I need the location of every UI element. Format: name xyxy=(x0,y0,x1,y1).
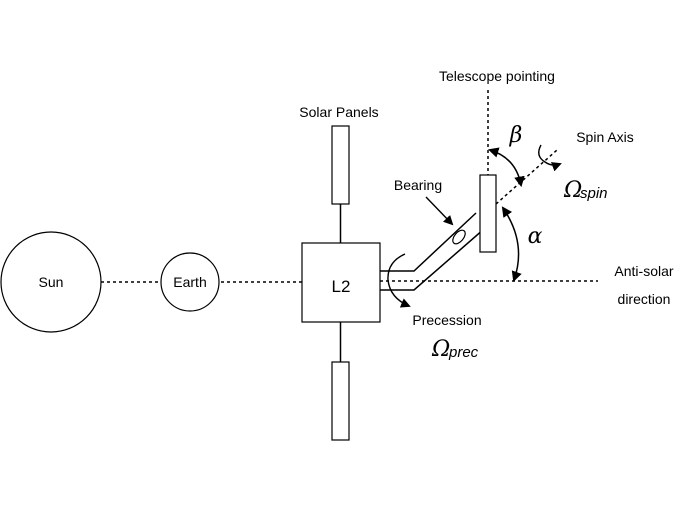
omega-prec-subscript: prec xyxy=(448,344,479,361)
spin-rotation-arrow xyxy=(538,144,562,172)
omega-prec-symbol: Ω xyxy=(431,337,450,362)
telescope-body xyxy=(479,174,497,253)
alpha-symbol: α xyxy=(528,224,543,249)
l2-spacecraft-box xyxy=(301,242,381,323)
anti-solar-label-line2: direction xyxy=(618,291,671,307)
sun-circle xyxy=(0,231,102,333)
bearing-pointer-arrow xyxy=(425,196,454,226)
omega-prec-label: Ω prec xyxy=(431,337,479,362)
boom-arm-upper-edge xyxy=(380,212,477,272)
bearing-ellipse xyxy=(452,229,466,245)
omega-spin-subscript: spin xyxy=(580,185,608,202)
bearing-label: Bearing xyxy=(394,177,442,193)
spin-axis-line xyxy=(495,149,558,205)
anti-solar-label-line1: Anti-solar xyxy=(614,263,673,279)
spin-axis-label: Spin Axis xyxy=(576,129,634,145)
beta-angle-arc xyxy=(487,147,525,188)
solar-panels-label: Solar Panels xyxy=(299,104,378,120)
precession-rotation-arrow xyxy=(387,253,411,308)
earth-circle xyxy=(160,252,220,312)
beta-symbol: β xyxy=(509,123,523,148)
omega-spin-label: Ω spin xyxy=(563,178,608,203)
earth-label: Earth xyxy=(173,274,206,290)
telescope-pointing-label: Telescope pointing xyxy=(439,68,555,84)
omega-spin-symbol: Ω xyxy=(563,178,582,203)
sun-label: Sun xyxy=(39,274,64,290)
alpha-angle-arc xyxy=(501,206,522,282)
precession-label: Precession xyxy=(412,312,481,328)
l2-label: L2 xyxy=(332,277,351,296)
solar-panel-bottom xyxy=(331,361,350,441)
solar-panel-top xyxy=(331,125,350,205)
